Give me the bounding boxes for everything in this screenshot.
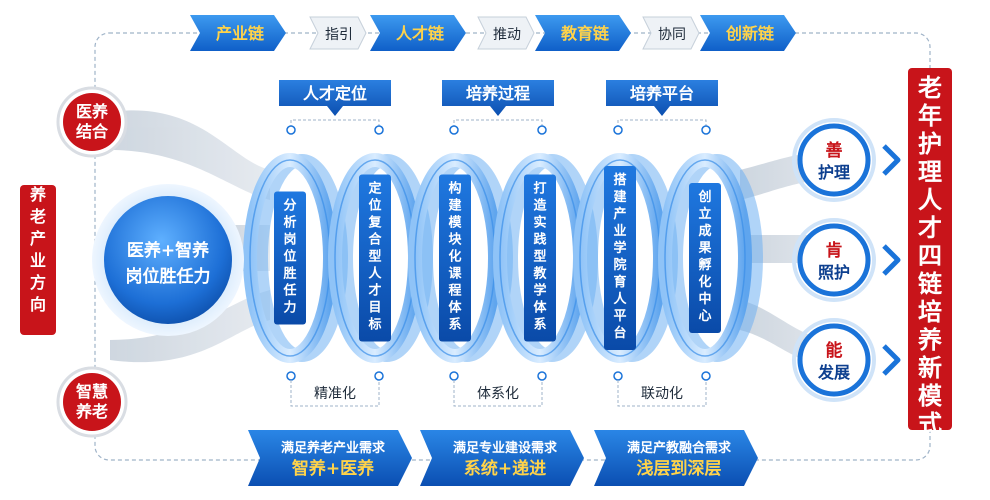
chain-connector-label-2: 推动 (493, 27, 521, 43)
core-circle (104, 196, 232, 324)
outcome-char-1: 善 (826, 140, 843, 161)
model-title-panel: 老年护理人才四链培养新模式 (908, 68, 952, 438)
stage-header-label-1: 人才定位 (303, 84, 367, 103)
stage-header-3 (606, 80, 718, 116)
coil-label-box-1 (274, 191, 306, 325)
chain-banner-3 (535, 15, 631, 51)
coil-label-2: 定位复合型人才目标 (367, 181, 382, 333)
outcome-circle-1 (797, 123, 871, 197)
direction-bar (20, 185, 56, 335)
coil-label-6: 创立成果孵化中心 (697, 189, 711, 324)
chain-connector-1 (309, 16, 367, 50)
top-circle (63, 93, 121, 151)
coil-label-box-5 (604, 166, 636, 350)
chevron-right-icon (882, 244, 901, 276)
stage-bracket-1 (290, 119, 380, 128)
top-circle-label: 医养结合 (75, 102, 109, 141)
left-panel: 养老产业方向 医养结合 智慧养老 医养+智养岗位胜任力 (20, 86, 244, 438)
stage-bracket-3 (617, 119, 707, 128)
coil-label-box-4 (524, 174, 556, 342)
outcome-halo-3 (792, 318, 876, 402)
bottom-banner-1 (248, 430, 412, 486)
outcome-text-3: 发展 (817, 363, 851, 382)
bottom-circle-label: 智慧养老 (75, 382, 108, 421)
footer-dot (286, 371, 296, 381)
stage-footer-label-1: 精准化 (314, 386, 356, 402)
coil-label-box-6 (689, 183, 721, 333)
outcome-text-2: 照护 (818, 263, 850, 282)
bottom-banner-line1-3: 满足产教融合需求 (627, 440, 732, 456)
bottom-banner-line2-3: 浅层到深层 (637, 458, 722, 479)
stage-header-1 (279, 80, 391, 116)
coil-ring-edge-6 (664, 159, 746, 357)
outcome-char-3: 能 (826, 340, 843, 361)
chain-label-1: 产业链 (216, 24, 265, 43)
coil-label-1: 分析岗位胜任力 (282, 198, 296, 316)
outcome-char-2: 肯 (826, 240, 843, 261)
footer-dot (449, 371, 459, 381)
chevron-right-icon (882, 144, 901, 176)
chain-label-3: 教育链 (561, 24, 610, 43)
stage-footer-label-3: 联动化 (641, 386, 683, 402)
bracket-dot (449, 125, 459, 135)
direction-label: 养老产业方向 (29, 185, 47, 314)
bracket-dot (701, 125, 711, 135)
footer-dot (374, 371, 384, 381)
core-circle-label: 医养+智养岗位胜任力 (126, 240, 211, 287)
coil-label-5: 搭建产业学院育人平台 (613, 172, 627, 341)
bottom-banner-2 (420, 430, 584, 486)
bottom-banner-line2-1: 智养+医养 (292, 458, 375, 479)
stage-headers: 人才定位 培养过程 培养平台 (279, 80, 718, 135)
stage-header-2 (442, 80, 554, 116)
outcome-text-1: 护理 (818, 163, 850, 182)
chevron-right-icon (882, 344, 901, 376)
chain-label-2: 人才链 (396, 24, 445, 43)
stage-bracket-2 (453, 119, 543, 128)
top-chain: 产业链 人才链 教育链 创新链 指引 推动 协同 (190, 15, 796, 51)
coil-label-4: 打造实践型教学体系 (532, 181, 547, 333)
footer-dot (613, 371, 623, 381)
chain-banner-2 (370, 15, 466, 51)
footer-dot (701, 371, 711, 381)
chain-connector-3 (642, 16, 700, 50)
footer-bracket-2 (453, 380, 543, 407)
outcome-circle-3 (797, 323, 871, 397)
bracket-dot (537, 125, 547, 135)
bracket-dot (286, 125, 296, 135)
footer-bracket-3 (617, 380, 707, 407)
outcome-halo-1 (792, 118, 876, 202)
chain-label-4: 创新链 (725, 24, 775, 43)
bottom-banner-3 (594, 430, 758, 486)
coil-label-box-2 (359, 174, 391, 342)
outcome-halo-2 (792, 218, 876, 302)
coil-group: 分析岗位胜任力 定位复合型人才目标 构建模块化课程体系 打造实践型教学体系 搭建产业学院… (243, 153, 763, 363)
chain-banner-4 (700, 15, 796, 51)
stage-header-label-3: 培养平台 (630, 84, 694, 103)
chain-connector-2 (477, 16, 535, 50)
model-title: 老年护理人才四链培养新模式 (917, 74, 943, 438)
stage-header-label-2: 培养过程 (466, 84, 530, 103)
bottom-circle (63, 373, 121, 431)
bottom-banner-line1-2: 满足专业建设需求 (453, 440, 558, 456)
coil-label-3: 构建模块化课程体系 (448, 181, 462, 333)
bottom-banner-line2-2: 系统+递进 (464, 458, 546, 479)
outcome-circle-2 (797, 223, 871, 297)
chain-banner-1 (190, 15, 286, 51)
chain-connector-label-1: 指引 (325, 27, 353, 43)
coil-label-box-3 (439, 174, 471, 342)
footer-dot (537, 371, 547, 381)
footer-bracket-1 (290, 380, 380, 407)
chain-connector-label-3: 协同 (658, 27, 686, 43)
stage-footer-label-2: 体系化 (477, 386, 519, 402)
bracket-dot (613, 125, 623, 135)
stage-footers: 精准化 体系化 联动化 (286, 371, 711, 407)
model-title-bar (908, 68, 952, 430)
bracket-dot (374, 125, 384, 135)
bottom-banner-line1-1: 满足养老产业需求 (281, 440, 386, 456)
